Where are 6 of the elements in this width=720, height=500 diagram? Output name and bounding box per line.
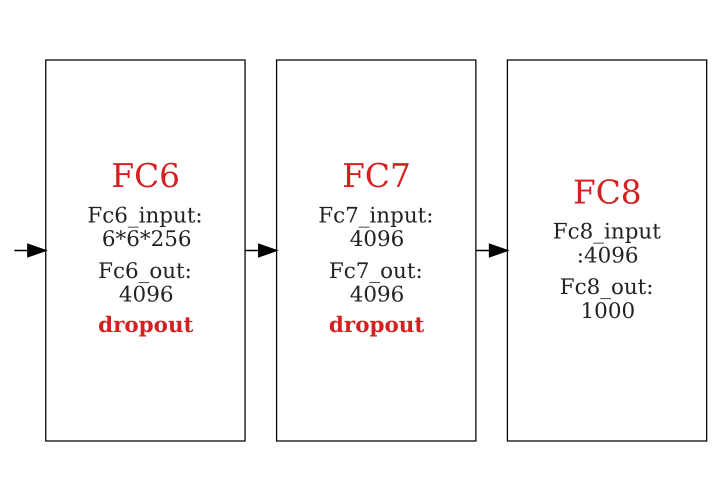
arrow — [14, 242, 48, 258]
node-box: FC6 Fc6_input: 6*6*256 Fc6_out: 4096 dropout — [45, 58, 246, 442]
arrow — [476, 242, 510, 258]
arrow — [245, 242, 279, 258]
node-box: FC8 Fc8_input :4096 Fc8_out: 1000 — [506, 58, 708, 442]
node-box: FC7 Fc7_input: 4096 Fc7_out: 4096 dropout — [276, 58, 476, 442]
